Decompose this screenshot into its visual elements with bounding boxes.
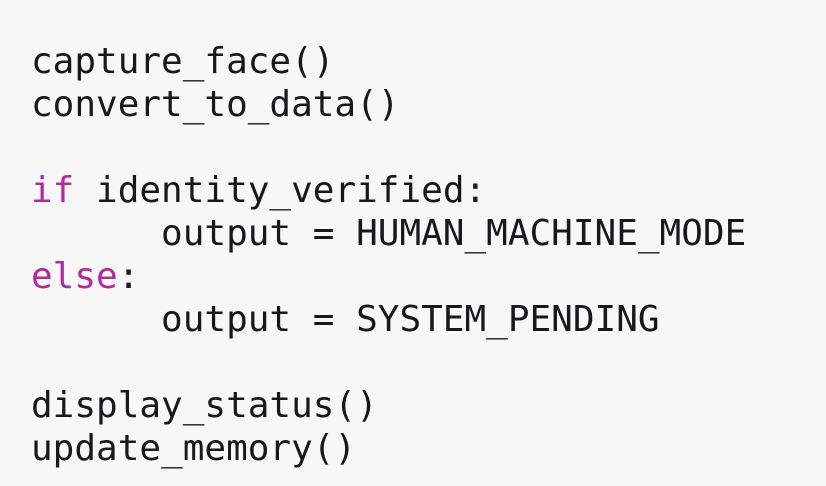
code-token-plain: capture_face() (31, 41, 335, 82)
code-token-plain: : (117, 256, 140, 297)
code-line: if identity_verified: (31, 169, 811, 212)
code-token-plain: identity_verified: (74, 170, 487, 211)
code-line: update_memory() (31, 427, 811, 470)
code-token-plain: output = SYSTEM_PENDING (161, 299, 660, 340)
code-token-keyword: else (31, 256, 118, 297)
code-block: capture_face()convert_to_data() if ident… (31, 40, 811, 470)
code-line: else: (31, 255, 811, 298)
code-line-blank (31, 341, 811, 384)
code-token-plain: convert_to_data() (31, 84, 400, 125)
code-line: output = SYSTEM_PENDING (31, 298, 811, 341)
code-line-blank (31, 126, 811, 169)
code-line: convert_to_data() (31, 83, 811, 126)
code-token-plain: display_status() (31, 385, 378, 426)
code-token-indent (31, 213, 161, 254)
code-line: output = HUMAN_MACHINE_MODE (31, 212, 811, 255)
code-token-indent (31, 299, 161, 340)
code-token-plain: output = HUMAN_MACHINE_MODE (161, 213, 747, 254)
code-token-keyword: if (31, 170, 75, 211)
code-line: display_status() (31, 384, 811, 427)
code-line: capture_face() (31, 40, 811, 83)
code-token-plain: update_memory() (31, 428, 357, 469)
